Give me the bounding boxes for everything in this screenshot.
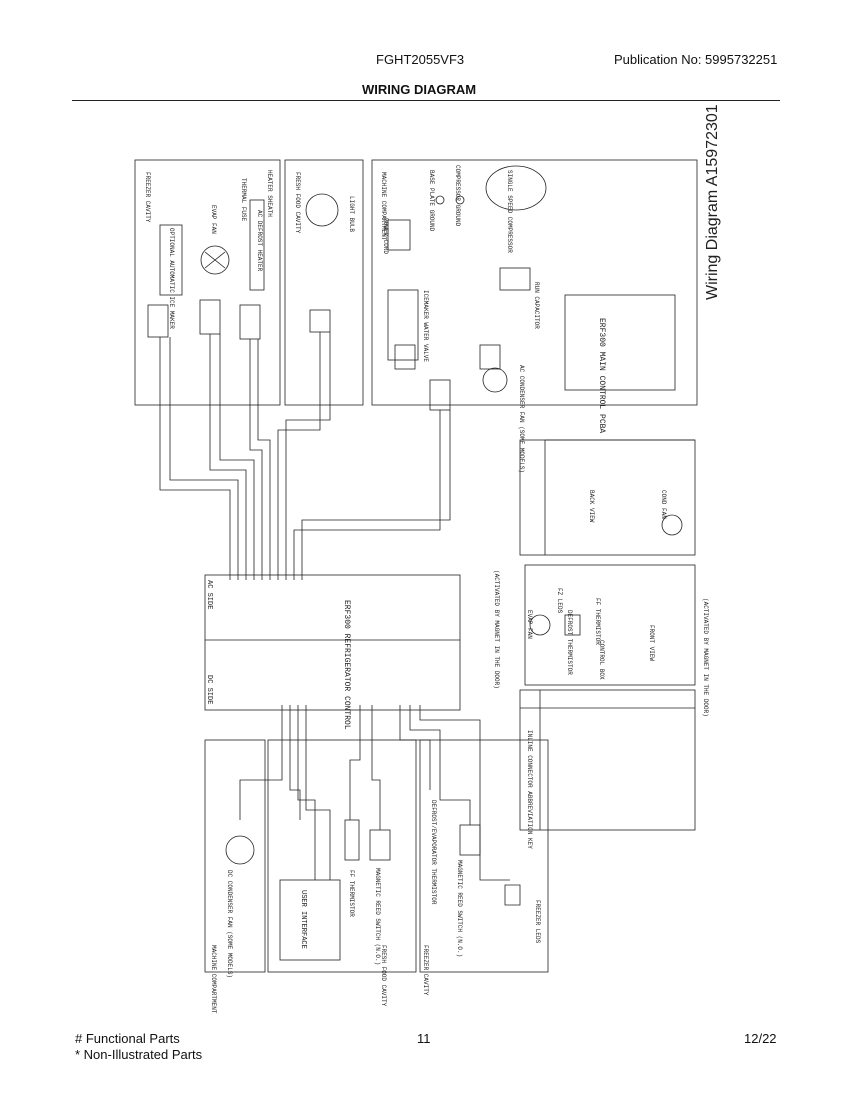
light-bulb-label: LIGHT BULB bbox=[348, 196, 355, 232]
machine-bottom-label: MACHINE COMPARTMENT bbox=[210, 945, 217, 1014]
fresh-food-bottom-label: FRESH FOOD CAVITY bbox=[380, 945, 387, 1007]
control-box-label: CONTROL BOX bbox=[598, 640, 605, 680]
defrost-evap-thermistor-label: DEFROST/EVAPORATOR THERMISTOR bbox=[430, 800, 437, 905]
freezer-cavity-box bbox=[134, 159, 281, 406]
freezer-bottom bbox=[419, 739, 549, 973]
erf300-control-label: ERF300 REFRIGERATOR CONTROL bbox=[342, 600, 351, 730]
icemaker-valve-label: ICEMAKER WATER VALVE bbox=[422, 290, 429, 362]
main-pcba-label: ERF300 MAIN CONTROL PCBA bbox=[597, 318, 606, 433]
header-rule bbox=[72, 100, 780, 101]
evap-fan-front-label: EVAP FAN bbox=[526, 610, 533, 639]
page-title: WIRING DIAGRAM bbox=[362, 82, 477, 97]
compressor-symbol bbox=[485, 165, 547, 211]
erf300-control-box bbox=[204, 574, 461, 711]
functional-parts-note: # Functional Parts bbox=[75, 1031, 180, 1046]
evap-fan-symbol bbox=[200, 245, 230, 275]
light-bulb-symbol bbox=[305, 193, 339, 227]
freezer-leds-label: FREEZER LEDS bbox=[534, 900, 541, 944]
power-cord-label: POWER CORD bbox=[382, 218, 389, 254]
connector-key-table bbox=[519, 689, 696, 831]
evap-fan-label: EVAP FAN bbox=[210, 205, 217, 234]
freezer-bottom-label: FREEZER CAVITY bbox=[422, 945, 429, 996]
footer-legend: # Functional Parts * Non-Illustrated Par… bbox=[75, 1031, 202, 1063]
activated-label-1: (ACTIVATED BY MAGNET IN THE DOOR) bbox=[493, 570, 500, 689]
freezer-cavity-label: FREEZER CAVITY bbox=[144, 172, 151, 223]
machine-compartment-box bbox=[371, 159, 698, 406]
ac-condenser-fan-symbol bbox=[482, 367, 508, 393]
main-pcba-box bbox=[564, 294, 676, 391]
thermal-fuse-label: THERMAL FUSE bbox=[240, 178, 247, 222]
dc-condenser-fan-label: DC CONDENSER FAN (SOME MODELS) bbox=[226, 870, 233, 978]
connector-key-title: INLINE CONNECTOR ABBREVIATION KEY bbox=[526, 730, 533, 849]
defrost-heater-box bbox=[249, 199, 265, 291]
fz-leds-label: FZ LEDS bbox=[556, 588, 563, 614]
dc-side-label: DC SIDE bbox=[205, 675, 213, 704]
magnetic-switch-label-2: MAGNETIC REED SWITCH (N.O.) bbox=[456, 860, 463, 957]
back-view-label: BACK VIEW bbox=[588, 490, 595, 523]
ice-maker-box bbox=[159, 224, 183, 296]
power-cord-plug bbox=[387, 219, 411, 251]
revision-date: 12/22 bbox=[744, 1031, 777, 1046]
ff-thermistor-label: FF THERMISTOR bbox=[594, 598, 601, 645]
model-number: FGHT2055VF3 bbox=[376, 52, 465, 67]
heater-sheath-label: HEATER SHEATH bbox=[266, 170, 273, 217]
magnetic-switch-label-1: MAGNETIC REED SWITCH (N.O.) bbox=[374, 868, 381, 965]
activated-label-2: (ACTIVATED BY MAGNET IN THE DOOR) bbox=[702, 598, 709, 717]
back-view-box bbox=[519, 439, 696, 556]
compressor-label: SINGLE SPEED COMPRESSOR bbox=[506, 170, 513, 253]
ac-condenser-fan-label: AC CONDENSER FAN (SOME MODELS) bbox=[518, 365, 525, 473]
fresh-food-box bbox=[284, 159, 364, 406]
ff-thermistor-bottom-label: FF THERMISTOR bbox=[348, 870, 355, 917]
user-interface-box bbox=[279, 879, 341, 961]
compressor-ground-label: COMPRESSOR GROUND bbox=[454, 165, 461, 227]
base-plate-label: BASE PLATE GROUND bbox=[428, 170, 435, 232]
run-capacitor-box bbox=[499, 267, 531, 291]
ice-maker-label: OPTIONAL AUTOMATIC ICE MAKER bbox=[168, 228, 175, 329]
defrost-thermistor-label: DEFROST THERMISTOR bbox=[566, 610, 573, 675]
cond-fan-label: COND FAN bbox=[660, 490, 667, 519]
machine-compartment-bottom bbox=[204, 739, 266, 973]
fresh-food-bottom bbox=[267, 739, 417, 973]
non-illustrated-note: * Non-Illustrated Parts bbox=[75, 1047, 203, 1062]
defrost-heater-label: AC DEFROST HEATER bbox=[256, 210, 263, 272]
freezer-led-symbol bbox=[504, 884, 521, 906]
user-interface-label: USER INTERFACE bbox=[299, 890, 307, 949]
publication-number: Publication No: 5995732251 bbox=[614, 52, 778, 67]
front-view-box bbox=[524, 564, 696, 686]
run-capacitor-label: RUN CAPACITOR bbox=[533, 282, 540, 329]
icemaker-valve-box bbox=[387, 289, 419, 361]
ac-side-label: AC SIDE bbox=[205, 580, 213, 609]
machine-compartment-label: MACHINE COMPARTMENT bbox=[380, 172, 387, 241]
fresh-food-label: FRESH FOOD CAVITY bbox=[294, 172, 301, 234]
front-view-label: FRONT VIEW bbox=[648, 625, 655, 661]
page-number: 11 bbox=[417, 1031, 431, 1046]
dc-condenser-fan-symbol bbox=[225, 835, 255, 865]
